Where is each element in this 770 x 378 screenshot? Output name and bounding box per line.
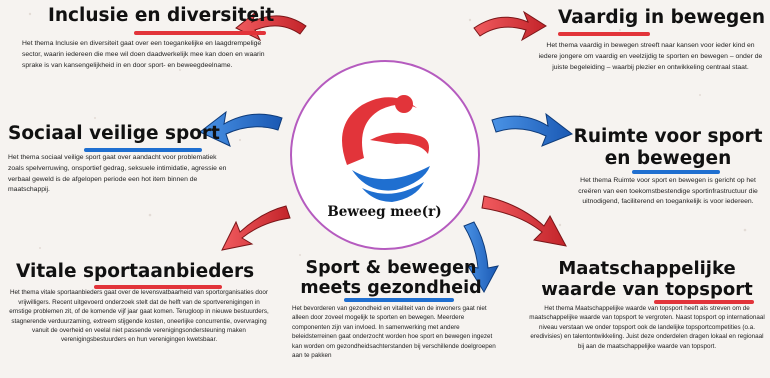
title-underline [632, 170, 720, 174]
theme-title-line: Inclusie en diversiteit [48, 5, 275, 26]
theme-description: Het thema sociaal veilige sport gaat ove… [8, 154, 227, 194]
theme-title: Vaardig in bewegen [538, 7, 766, 28]
theme-title: Vitale sportaanbieders [8, 261, 270, 282]
arrow-gezondheid-icon [463, 221, 499, 294]
arrow-maatschappelijk-icon [481, 195, 567, 247]
theme-gezondheid: Sport & bewegen meets gezondheid Het bev… [280, 258, 502, 360]
theme-title-line: Vaardig in bewegen [558, 7, 766, 28]
title-underline [134, 31, 266, 35]
theme-title-line: en bewegen [604, 148, 732, 169]
theme-description: Het thema Maatschappelijke waarde van to… [529, 305, 765, 350]
theme-sociaal: Sociaal veilige sport Het thema sociaal … [8, 124, 233, 196]
theme-title-line: Sociaal veilige sport [8, 123, 220, 144]
arrow-ruimte-icon [491, 112, 574, 147]
theme-title-line: waarde van topsport [541, 279, 753, 300]
theme-vaardig: Vaardig in bewegen Het thema vaardig in … [538, 7, 766, 73]
theme-description: Het thema vaardig in bewegen streeft naa… [538, 42, 763, 71]
theme-title: Inclusie en diversiteit [8, 5, 275, 26]
theme-description: Het thema vitale sportaanbieders gaat ov… [9, 289, 269, 344]
theme-inclusie: Inclusie en diversiteit Het thema Inclus… [8, 5, 275, 71]
title-underline [558, 32, 650, 36]
title-underline [344, 298, 454, 302]
theme-description: Het bevorderen van gezondheid en vitalit… [292, 305, 496, 360]
theme-title-line: Maatschappelijke [558, 258, 736, 279]
theme-description: Het thema Ruimte voor sport en bewegen i… [578, 177, 758, 206]
theme-title: Sociaal veilige sport [8, 123, 233, 144]
title-underline [84, 148, 202, 152]
title-underline [654, 300, 754, 304]
theme-title: Ruimte voor sport en bewegen [572, 126, 764, 170]
center-logo-circle: Beweeg mee(r) [290, 60, 480, 250]
arrow-vitale-icon [221, 205, 291, 251]
theme-title-line: Ruimte voor sport [573, 126, 763, 147]
theme-maatschappelijk: Maatschappelijke waarde van topsport Het… [528, 258, 766, 351]
brand-name: Beweeg mee(r) [327, 204, 442, 220]
theme-vitale: Vitale sportaanbieders Het thema vitale … [8, 262, 270, 345]
theme-title-line: Vitale sportaanbieders [16, 261, 255, 282]
theme-description: Het thema Inclusie en diversiteit gaat o… [22, 40, 265, 69]
arrow-vaardig-icon [473, 10, 547, 42]
theme-title: Sport & bewegen meets gezondheid [280, 258, 502, 298]
theme-ruimte: Ruimte voor sport en bewegen Het thema R… [572, 126, 764, 208]
beweeg-logo-icon [342, 95, 430, 202]
title-underline [94, 285, 222, 289]
theme-title-line: meets gezondheid [300, 278, 482, 298]
theme-title: Maatschappelijke waarde van topsport [528, 258, 766, 300]
arrow-sociaal-icon [199, 110, 283, 147]
theme-title-line: Sport & bewegen [305, 258, 477, 278]
